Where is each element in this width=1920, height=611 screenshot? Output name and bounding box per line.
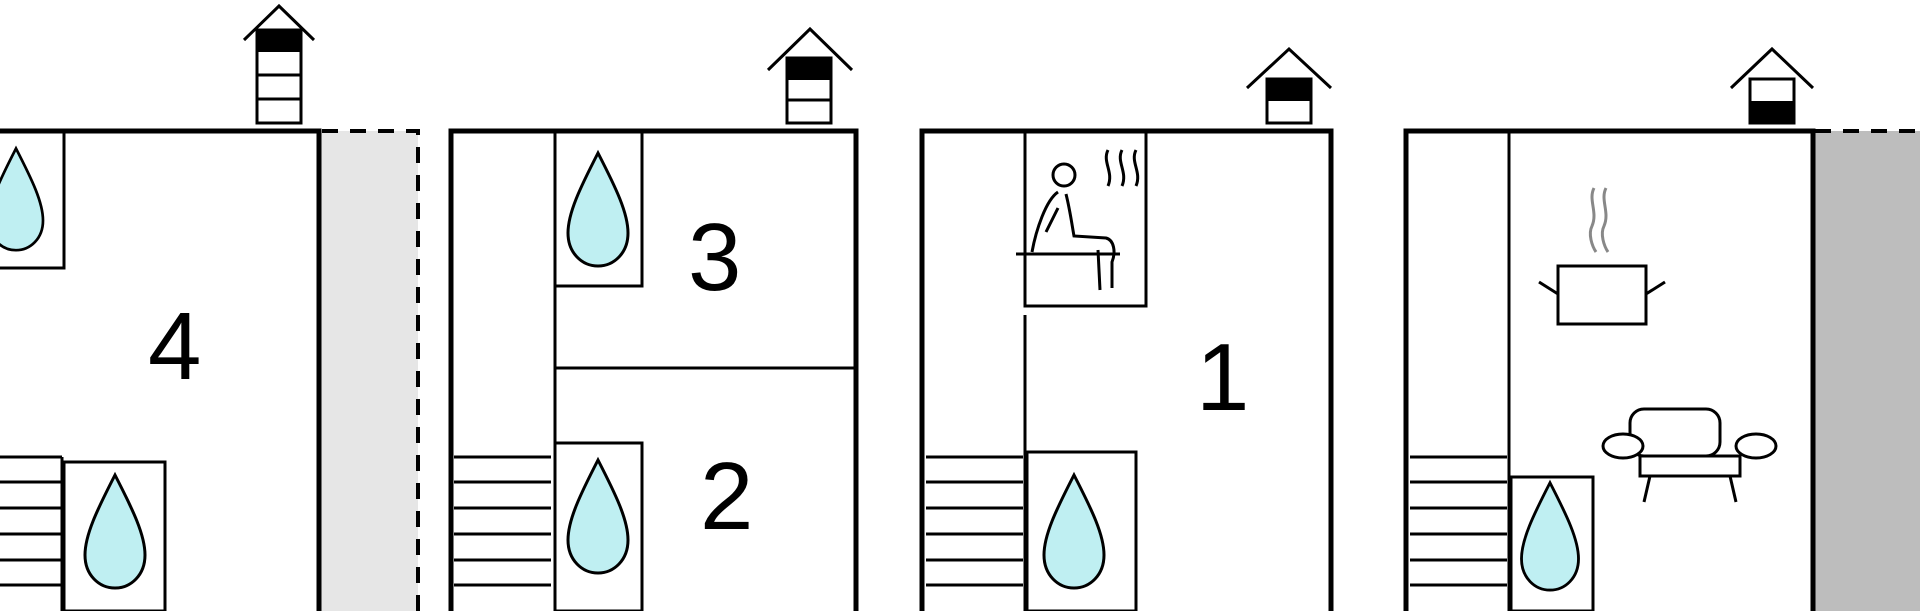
- house-level-icon-top: [242, 3, 316, 125]
- floor-plan-level-1: 1: [919, 46, 1334, 611]
- sauna-icon: [1016, 149, 1140, 291]
- floor-plan-level-3-2: 3 2: [448, 26, 859, 611]
- house-level-icon-ground: [1729, 46, 1815, 125]
- cooking-pot-icon: [1538, 187, 1666, 326]
- room-number-2: 2: [700, 443, 753, 550]
- stairs-icon: [454, 455, 551, 587]
- stairs-icon: [926, 455, 1023, 587]
- water-drop-icon: [1042, 473, 1106, 590]
- room-number-4: 4: [148, 293, 201, 400]
- water-drop-icon: [566, 458, 630, 575]
- floor-plan-level-ground: [1403, 46, 1920, 611]
- water-drop-icon: [566, 151, 630, 268]
- terrace-area: [320, 131, 418, 611]
- stairs-icon: [0, 455, 64, 611]
- water-drop-icon: [0, 147, 45, 252]
- room-number-3: 3: [688, 204, 741, 311]
- water-drop-icon: [1520, 481, 1580, 592]
- water-drop-icon: [83, 473, 147, 590]
- sofa-icon: [1601, 407, 1778, 503]
- house-level-icon-upper: [766, 26, 854, 125]
- floor-plan-level-4: 4: [0, 3, 420, 611]
- room-number-1: 1: [1196, 324, 1249, 431]
- stairs-icon: [1410, 455, 1507, 587]
- terrace-area: [1815, 131, 1920, 611]
- house-level-icon-middle: [1245, 46, 1333, 125]
